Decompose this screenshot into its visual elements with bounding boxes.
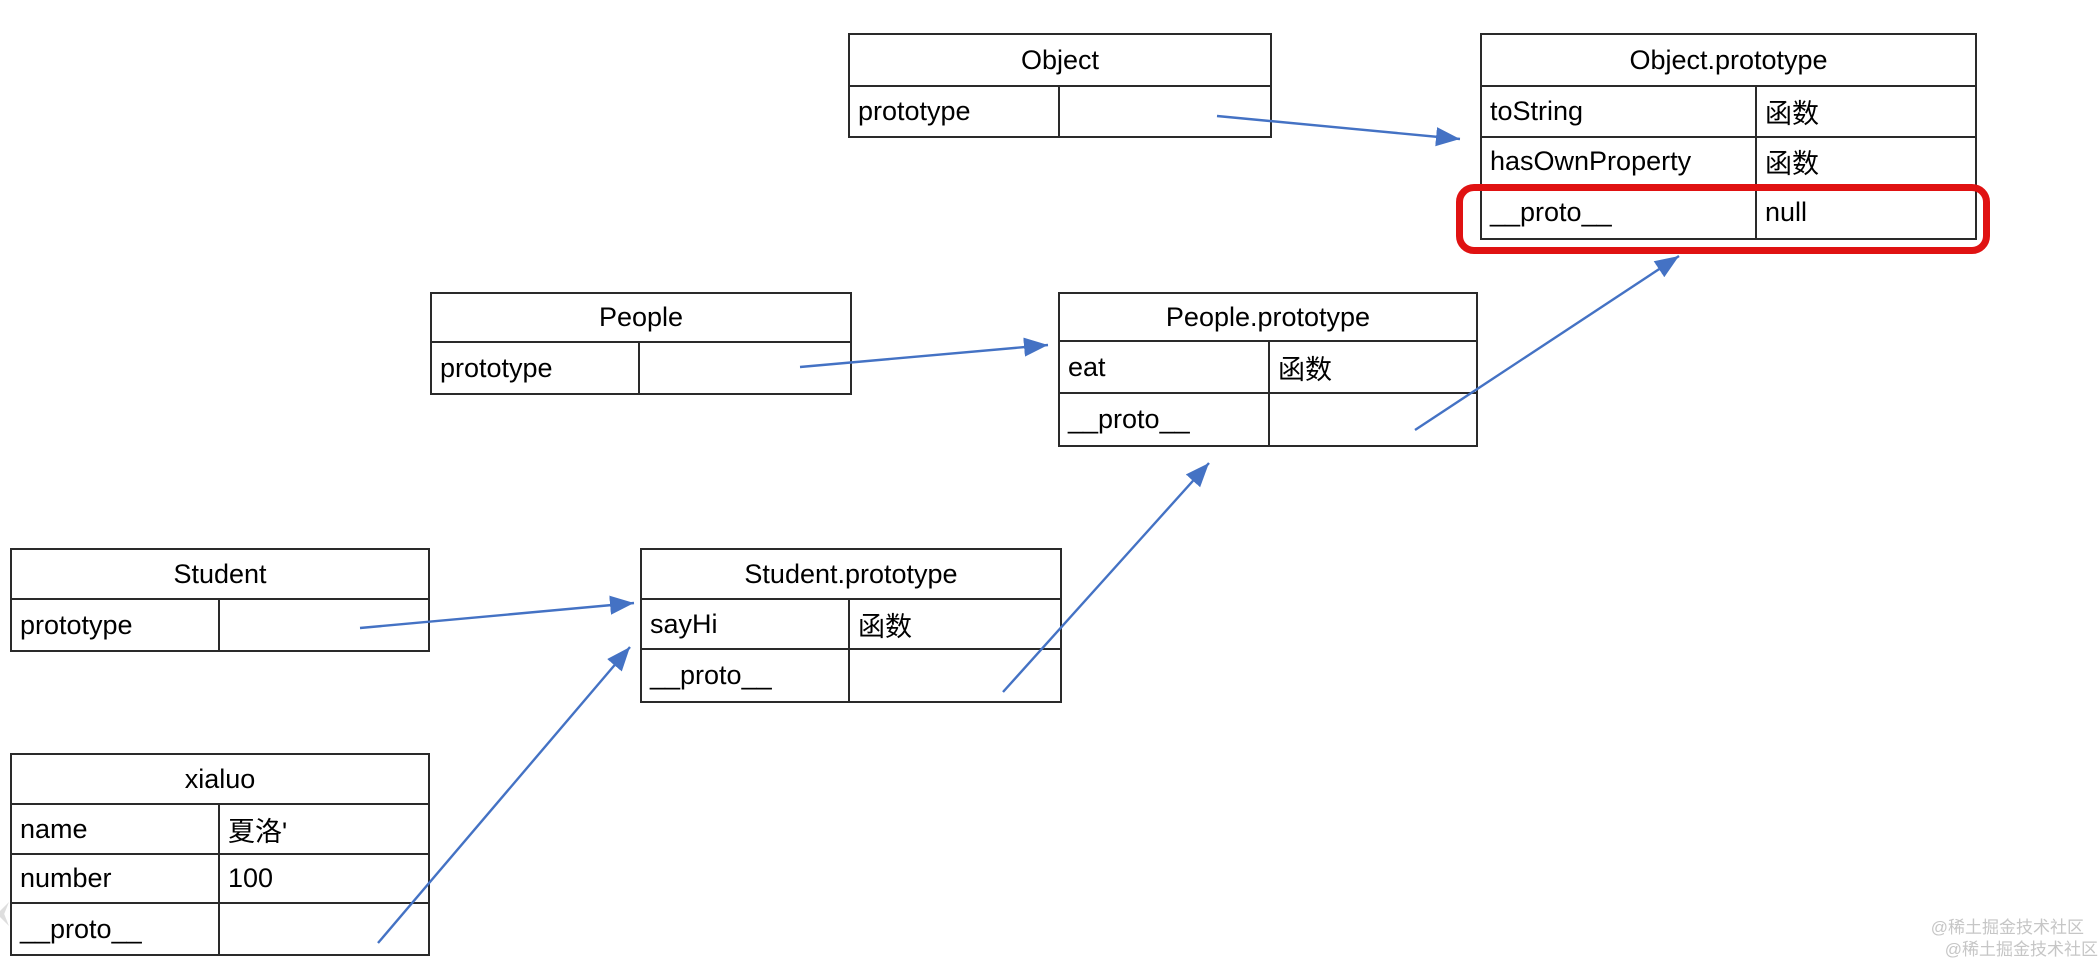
row-value-proto [220,904,428,954]
table-student: Student prototype [10,548,430,652]
table-people-prototype: People.prototype eat 函数 __proto__ [1058,292,1478,447]
row-value-proto [850,650,1060,701]
table-row: hasOwnProperty 函数 [1482,138,1975,187]
row-value-prototype [640,343,850,393]
stray-gray-mark [0,902,9,926]
row-key-prototype: prototype [850,87,1060,136]
table-xialuo: xialuo name 夏洛' number 100 __proto__ [10,753,430,956]
row-value-hasownproperty: 函数 [1765,149,1819,179]
table-row: prototype [12,600,428,650]
row-key-name: name [12,805,220,853]
table-people: People prototype [430,292,852,395]
table-row: __proto__ null [1482,187,1975,238]
table-row: prototype [850,87,1270,136]
table-object-prototype: Object.prototype toString 函数 hasOwnPrope… [1480,33,1977,240]
table-row: sayHi 函数 [642,600,1060,650]
watermark-line2: @稀土掘金技术社区 [1944,940,2098,959]
table-row: name 夏洛' [12,805,428,855]
table-student-prototype: Student.prototype sayHi 函数 __proto__ [640,548,1062,703]
table-student-title: Student [12,550,428,600]
row-value-eat: 函数 [1278,354,1332,385]
row-value-proto-null: null [1765,197,1808,227]
table-object: Object prototype [848,33,1272,138]
row-value-sayhi: 函数 [858,611,912,642]
row-value-prototype [220,600,428,650]
row-key-eat: eat [1060,342,1270,392]
red-highlight-box [1456,184,1990,254]
table-object-title: Object [850,35,1270,87]
table-row: prototype [432,343,850,393]
table-row: __proto__ [1060,394,1476,445]
table-row: __proto__ [642,650,1060,701]
row-key-sayhi: sayHi [642,600,850,648]
row-key-hasownproperty: hasOwnProperty [1482,138,1757,185]
table-row: number 100 [12,855,428,904]
table-student-prototype-title: Student.prototype [642,550,1060,600]
table-people-title: People [432,294,850,343]
row-value-tostring: 函数 [1765,99,1819,129]
row-value-number: 100 [228,863,274,893]
watermark-line1: @稀土掘金技术社区 [1930,918,2084,937]
row-value-name: 夏洛' [228,816,288,847]
row-key-tostring: toString [1482,87,1757,136]
row-key-proto: __proto__ [12,904,220,954]
table-xialuo-title: xialuo [12,755,428,805]
row-value-prototype [1060,87,1270,136]
row-key-proto: __proto__ [1060,394,1270,445]
row-key-prototype: prototype [12,600,220,650]
row-key-proto: __proto__ [1482,187,1757,238]
row-key-prototype: prototype [432,343,640,393]
row-value-proto [1270,394,1476,445]
table-row: toString 函数 [1482,87,1975,138]
table-object-prototype-title: Object.prototype [1482,35,1975,87]
table-row: __proto__ [12,904,428,954]
table-people-prototype-title: People.prototype [1060,294,1476,342]
row-key-proto: __proto__ [642,650,850,701]
table-row: eat 函数 [1060,342,1476,394]
row-key-number: number [12,855,220,902]
